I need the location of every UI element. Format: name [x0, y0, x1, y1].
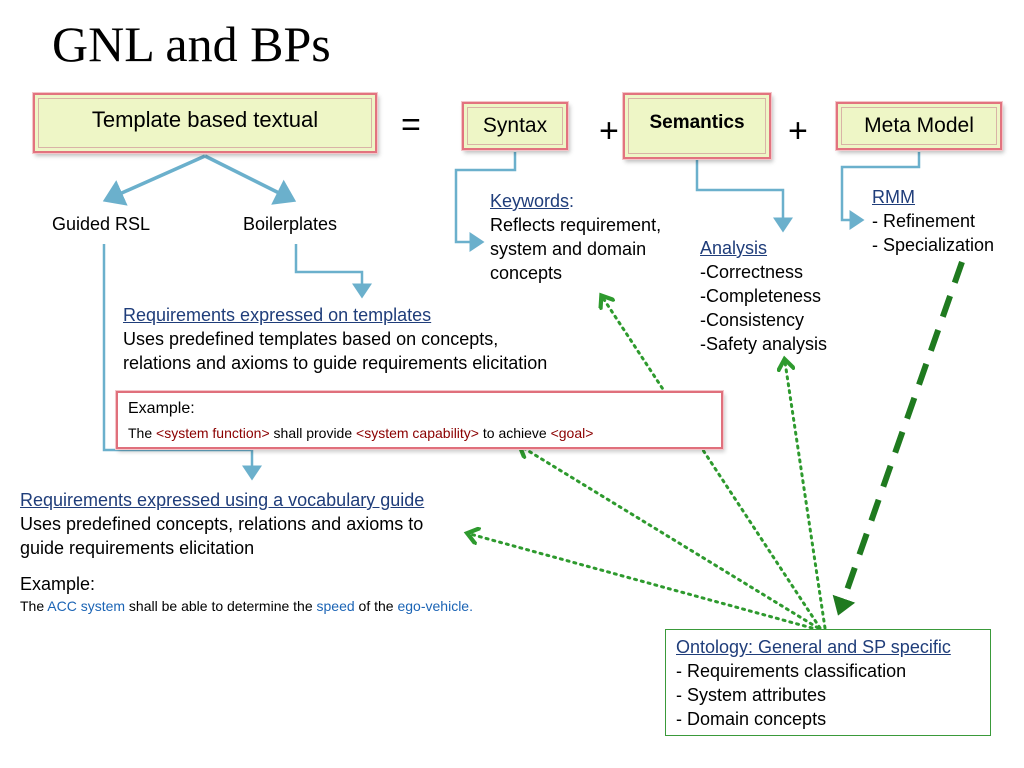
analysis-item: -Correctness — [700, 262, 804, 282]
semantics-label: Semantics — [649, 112, 745, 133]
template-example-sentence: The <system function> shall provide <sys… — [128, 423, 593, 443]
example-mid2: to achieve — [478, 425, 551, 441]
template-slot-goal: <goal> — [550, 425, 594, 441]
ontology-item: - System attributes — [676, 685, 827, 705]
guided-rsl-label: Guided RSL — [52, 214, 151, 234]
rmm-heading: RMM — [872, 187, 915, 207]
rmm-dashed-link — [832, 261, 965, 616]
syntax-box: Syntax — [462, 102, 568, 150]
vocab-the: The — [20, 598, 48, 614]
rmm-item: - Specialization — [872, 235, 995, 255]
templates-line: Uses predefined templates based on conce… — [123, 329, 499, 349]
template-split-arrows — [102, 154, 297, 206]
vocab-line: guide requirements elicitation — [20, 538, 255, 558]
vocab-mid1: shall be able to determine the — [125, 598, 317, 614]
analysis-block: Analysis -Correctness -Completeness -Con… — [700, 236, 827, 356]
ontology-content: Ontology: General and SP specific - Requ… — [676, 635, 951, 731]
keywords-heading: Keywords — [490, 191, 570, 211]
vocab-term-speed: speed — [316, 598, 355, 614]
vocab-example-label: Example: — [20, 574, 96, 594]
rmm-block: RMM - Refinement - Specialization — [872, 185, 994, 257]
ontology-dotted-links — [470, 298, 827, 630]
semantics-box: Semantics — [623, 93, 771, 159]
vocab-example-sentence: The ACC system shall be able to determin… — [20, 596, 473, 616]
ontology-box: Ontology: General and SP specific - Requ… — [665, 629, 991, 736]
analysis-heading: Analysis — [700, 238, 768, 258]
vocab-line: Uses predefined concepts, relations and … — [20, 514, 424, 534]
plus-sign-1: + — [599, 112, 619, 150]
keywords-colon: : — [569, 191, 575, 211]
template-slot-function: <system function> — [156, 425, 270, 441]
example-mid1: shall provide — [269, 425, 357, 441]
keywords-line: system and domain — [490, 239, 647, 259]
syntax-label: Syntax — [482, 114, 548, 137]
meta-model-label: Meta Model — [864, 114, 974, 137]
equals-sign: = — [401, 106, 421, 144]
example-the: The — [128, 425, 157, 441]
template-slot-capability: <system capability> — [356, 425, 479, 441]
template-example-box: Example: The <system function> shall pro… — [116, 391, 723, 449]
templates-section: Requirements expressed on templates Uses… — [123, 303, 547, 375]
boilerplates-connector — [294, 244, 372, 299]
analysis-item: -Safety analysis — [700, 334, 828, 354]
semantics-connector — [695, 160, 793, 233]
slide-title: GNL and BPs — [52, 16, 331, 72]
ontology-item: - Requirements classification — [676, 661, 907, 681]
vocab-section: Requirements expressed using a vocabular… — [20, 488, 424, 560]
plus-sign-2: + — [788, 112, 808, 150]
keywords-line: concepts — [490, 263, 563, 283]
vocab-mid2: of the — [354, 598, 398, 614]
meta-model-box: Meta Model — [836, 102, 1002, 150]
template-textual-box: Template based textual — [33, 93, 377, 153]
templates-line: relations and axioms to guide requiremen… — [123, 353, 548, 373]
boilerplates-label: Boilerplates — [243, 214, 338, 234]
guided-rsl-connector — [102, 244, 262, 481]
keywords-line: Reflects requirement, — [490, 215, 662, 235]
templates-heading: Requirements expressed on templates — [123, 305, 432, 325]
vocab-term-ego-vehicle: ego-vehicle. — [397, 598, 473, 614]
vocab-heading: Requirements expressed using a vocabular… — [20, 490, 425, 510]
keywords-block: Keywords: Reflects requirement, system a… — [490, 189, 661, 285]
rmm-item: - Refinement — [872, 211, 976, 231]
ontology-heading: Ontology: General and SP specific — [676, 637, 951, 657]
analysis-item: -Consistency — [700, 310, 805, 330]
vocab-term-acc: ACC system — [47, 598, 126, 614]
template-example-label: Example: — [128, 400, 195, 417]
template-textual-label: Template based textual — [91, 107, 319, 132]
ontology-item: - Domain concepts — [676, 709, 827, 729]
meta-connector — [840, 152, 921, 230]
analysis-item: -Completeness — [700, 286, 822, 306]
syntax-connector — [454, 152, 517, 252]
